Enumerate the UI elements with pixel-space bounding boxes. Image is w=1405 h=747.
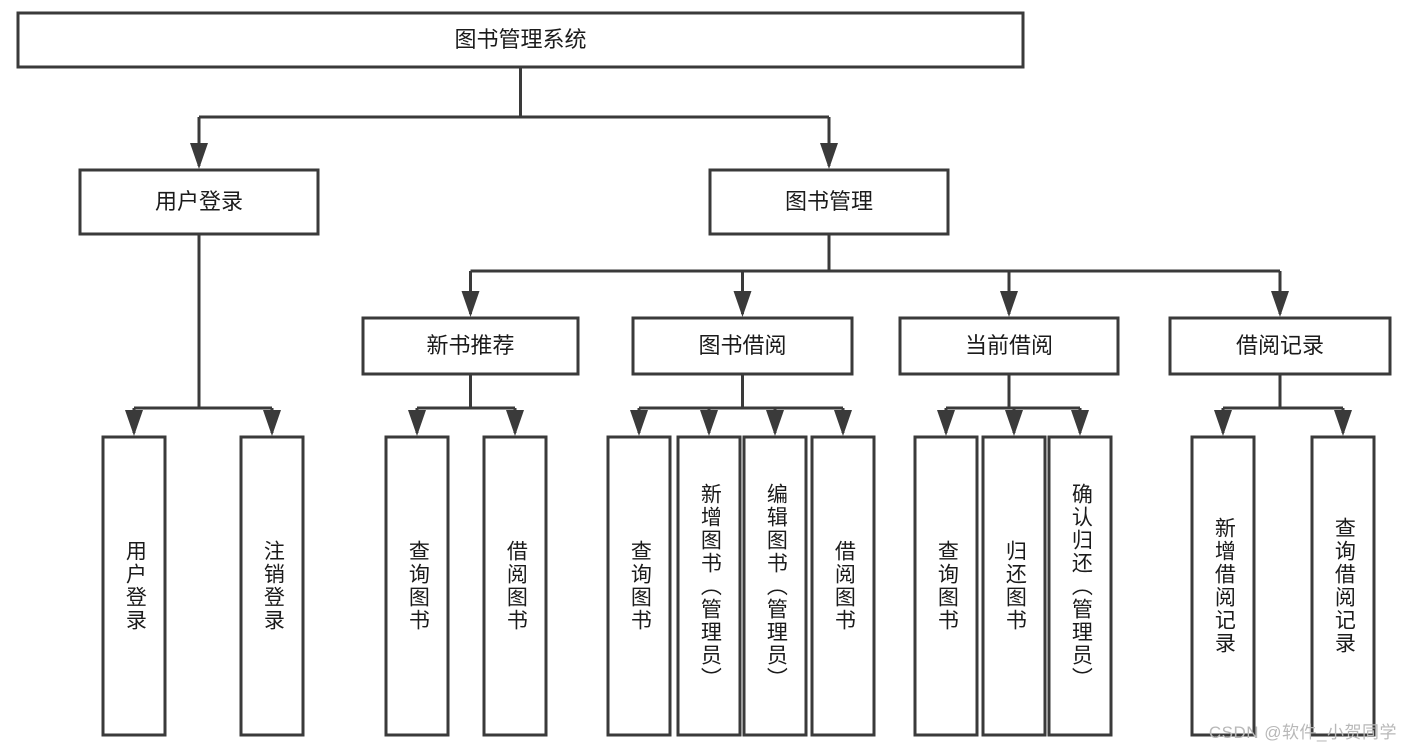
node-box-leaf-3[interactable] xyxy=(482,435,548,737)
arrow-icon-leaf-10 xyxy=(1071,410,1089,436)
node-box-leaf-8[interactable] xyxy=(913,435,979,737)
node-box-leaf-5[interactable] xyxy=(676,435,742,737)
node-box-leaf-4[interactable] xyxy=(606,435,672,737)
node-label-level3-0: 新书推荐 xyxy=(426,333,514,358)
arrow-icon-level3-1 xyxy=(733,291,752,317)
arrow-icon-leaf-7 xyxy=(834,410,852,436)
node-box-leaf-0[interactable] xyxy=(101,435,167,737)
node-box-leaf-1[interactable] xyxy=(239,435,305,737)
arrow-icon-leaf-8 xyxy=(937,410,955,436)
node-box-root[interactable] xyxy=(16,11,1025,69)
node-label-level3-2: 当前借阅 xyxy=(965,333,1053,358)
node-box-leaf-6[interactable] xyxy=(742,435,808,737)
arrow-icon-level3-0 xyxy=(461,291,480,317)
arrow-icon-leaf-1 xyxy=(263,410,281,436)
arrow-icon-leaf-12 xyxy=(1334,410,1352,436)
node-box-leaf-9[interactable] xyxy=(981,435,1047,737)
arrow-icon-leaf-11 xyxy=(1214,410,1232,436)
arrow-icon-leaf-5 xyxy=(700,410,718,436)
arrow-icon-level3-3 xyxy=(1271,291,1289,317)
arrow-icon-leaf-3 xyxy=(506,410,524,436)
node-box-level3-1[interactable] xyxy=(631,316,854,376)
arrow-icon-leaf-9 xyxy=(1005,410,1023,436)
node-box-leaf-10[interactable] xyxy=(1047,435,1113,737)
watermark-text: CSDN @软件_小贺同学 xyxy=(1208,723,1397,742)
arrow-icon-level2-1 xyxy=(820,143,838,169)
arrow-icon-leaf-2 xyxy=(408,410,426,436)
node-boxes xyxy=(16,11,1392,737)
node-box-level3-3[interactable] xyxy=(1168,316,1392,376)
arrow-icon-level3-2 xyxy=(1000,291,1018,317)
arrow-icon-leaf-4 xyxy=(630,410,648,436)
node-label-level2-1: 图书管理 xyxy=(785,189,873,214)
node-label-root: 图书管理系统 xyxy=(454,27,586,52)
node-box-leaf-7[interactable] xyxy=(810,435,876,737)
node-box-level3-2[interactable] xyxy=(898,316,1120,376)
node-label-level3-3: 借阅记录 xyxy=(1236,333,1324,358)
node-label-level2-0: 用户登录 xyxy=(155,189,243,214)
node-box-leaf-11[interactable] xyxy=(1190,435,1256,737)
connector-lines xyxy=(125,67,1352,436)
arrow-icon-level2-0 xyxy=(190,143,208,169)
node-box-leaf-12[interactable] xyxy=(1310,435,1376,737)
node-box-leaf-2[interactable] xyxy=(384,435,450,737)
node-box-level2-1[interactable] xyxy=(708,168,950,236)
node-label-level3-1: 图书借阅 xyxy=(698,333,786,358)
node-box-level3-0[interactable] xyxy=(361,316,580,376)
arrow-icon-leaf-6 xyxy=(766,410,784,436)
node-box-level2-0[interactable] xyxy=(78,168,320,236)
arrow-icon-leaf-0 xyxy=(125,410,143,436)
